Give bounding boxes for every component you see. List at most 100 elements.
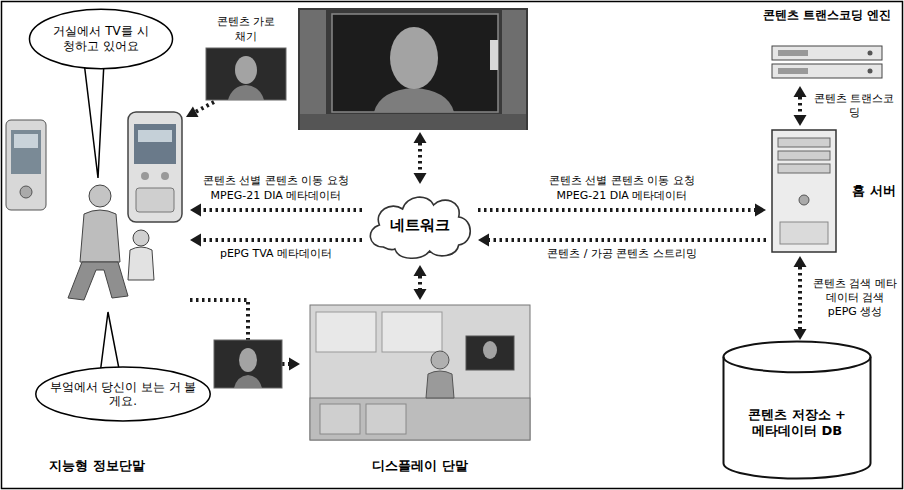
- tv-illustration: [298, 8, 528, 130]
- bubble-outline: [36, 367, 210, 421]
- dotted-line: [478, 208, 755, 212]
- rack-server-part: [772, 46, 882, 60]
- display-terminal: 디스플레이 단말: [300, 300, 540, 478]
- cylinder-lid: [724, 357, 871, 372]
- mobile-phone-part: [138, 130, 172, 142]
- cloud-label: 네트워크: [390, 216, 450, 235]
- arrowhead: [794, 86, 807, 97]
- intercept-arrow-part: [196, 102, 214, 112]
- screenshot-thumbnail-part: [214, 340, 282, 388]
- arrowhead: [794, 256, 807, 267]
- database-cylinder: 콘텐츠 저장소 + 메타데이터 DB: [722, 340, 872, 480]
- tv-network-link-part: [414, 173, 427, 184]
- tower-server-part: [799, 195, 809, 205]
- people-figure-part: [68, 262, 128, 300]
- kitchen-illustration-part: [366, 404, 406, 434]
- dotted-connector: [794, 86, 807, 126]
- mobile-phone-part: [136, 188, 174, 212]
- rack-server-part: [868, 69, 873, 74]
- arrowhead: [478, 234, 489, 247]
- kitchen-illustration-part: [310, 305, 530, 440]
- tower-server: [772, 130, 836, 252]
- dotted-connector: [190, 204, 362, 217]
- tower-server-part: [780, 222, 828, 244]
- dotted-line: [798, 267, 802, 329]
- speech-bubble: 부엌에서 당신이 보는 거 볼게요.: [34, 366, 212, 422]
- screenshot-thumbnail-part: [206, 48, 286, 100]
- edge-label: 콘텐츠 트랜스코딩: [809, 92, 899, 121]
- pda-device-part: [11, 130, 41, 174]
- dotted-connector: [478, 204, 766, 217]
- dotted-connector: [414, 265, 427, 300]
- edge-label: pEPG TVA 메타데이터: [218, 247, 334, 261]
- annotation-label: 콘텐츠 가로채기: [212, 15, 280, 44]
- mobile-phone-part: [128, 112, 182, 222]
- tower-server-part: [778, 151, 830, 160]
- kitchen-illustration-part: [310, 398, 530, 440]
- bubble-text: 부엌에서 당신이 보는 거 볼게요.: [48, 380, 198, 409]
- edge-label: 콘텐츠 검색 메타데이터 검색 pEPG 생성: [809, 277, 901, 320]
- edge-label: 콘텐츠 선별 콘텐츠 이동 요청 MPEG-21 DIA 메타데이터: [535, 174, 709, 203]
- people-figure-part: [128, 247, 154, 280]
- tower-server-part: [778, 164, 830, 173]
- tv-illustration-part: [490, 40, 498, 70]
- kitchen-illustration-part: [431, 351, 449, 369]
- people-figure-part: [89, 185, 111, 207]
- mobile-phone-part: [161, 172, 169, 180]
- mobile-phone-part: [141, 172, 149, 180]
- screenshot-thumbnail-part: [235, 56, 257, 84]
- dotted-connector: [794, 256, 807, 340]
- device-label: 디스플레이 단말: [372, 458, 468, 474]
- pda-device-part: [20, 186, 32, 198]
- tv-illustration-part: [300, 114, 526, 130]
- bubble-text: 거실에서 TV를 시청하고 있어요: [49, 24, 153, 54]
- edge-label: 콘텐츠 선별 콘텐츠 이동 요청 MPEG-21 DIA 메타데이터: [194, 174, 358, 203]
- screenshot-thumbnail: [206, 48, 286, 100]
- screenshot-thumbnail-part: [239, 348, 257, 372]
- tv-illustration-part: [390, 27, 438, 89]
- device-label: 홈 서버: [852, 183, 896, 199]
- network-cloud: 네트워크: [362, 185, 478, 265]
- kitchen-illustration-part: [483, 341, 497, 359]
- kitchen-illustration-part: [382, 312, 442, 352]
- tv-illustration-part: [300, 10, 326, 114]
- home-server: 홈 서버: [766, 126, 900, 256]
- arrowhead: [190, 234, 201, 247]
- rack-server-part: [778, 68, 808, 74]
- tower-server-part: [772, 130, 836, 252]
- transcoding-engine: 콘텐츠 트랜스코딩 엔진: [756, 6, 898, 86]
- bubble-outline: [29, 9, 172, 69]
- arrowhead: [794, 329, 807, 340]
- dotted-line: [418, 276, 422, 289]
- screenshot-thumbnail-part: [228, 85, 264, 100]
- kitchen-illustration-part: [320, 404, 360, 434]
- device-label: 콘텐츠 트랜스코딩 엔진: [763, 8, 891, 23]
- rack-server: [772, 46, 882, 78]
- people-figure: [68, 185, 154, 300]
- database-label: 콘텐츠 저장소 + 메타데이터 DB: [741, 407, 853, 440]
- bubble-tail: [84, 62, 104, 178]
- arrowhead: [414, 265, 427, 276]
- device-label: 지능형 정보단말: [49, 458, 145, 474]
- pda-device-part: [6, 120, 46, 210]
- arrowhead: [794, 115, 807, 126]
- mobile-phone: [128, 112, 182, 222]
- arrowhead: [190, 204, 201, 217]
- intercept-arrow-part: [186, 107, 199, 118]
- intercept-arrow: [186, 102, 214, 117]
- kitchen-illustration-part: [316, 312, 376, 352]
- dotted-connector: [478, 234, 766, 247]
- tv-network-link: [414, 132, 427, 184]
- pda-device-part: [14, 134, 38, 148]
- screenshot-thumbnail-part: [234, 375, 262, 388]
- smart-terminal: 지능형 정보단말: [4, 100, 190, 480]
- kitchen-illustration: [310, 305, 530, 440]
- dotted-line: [489, 238, 766, 242]
- dotted-line: [201, 238, 362, 242]
- speech-bubble: 거실에서 TV를 시청하고 있어요: [28, 8, 174, 70]
- people-figure-part: [133, 230, 149, 246]
- rack-server-part: [868, 51, 873, 56]
- tv-illustration-part: [502, 10, 526, 114]
- screenshot-thumbnail: [214, 340, 282, 388]
